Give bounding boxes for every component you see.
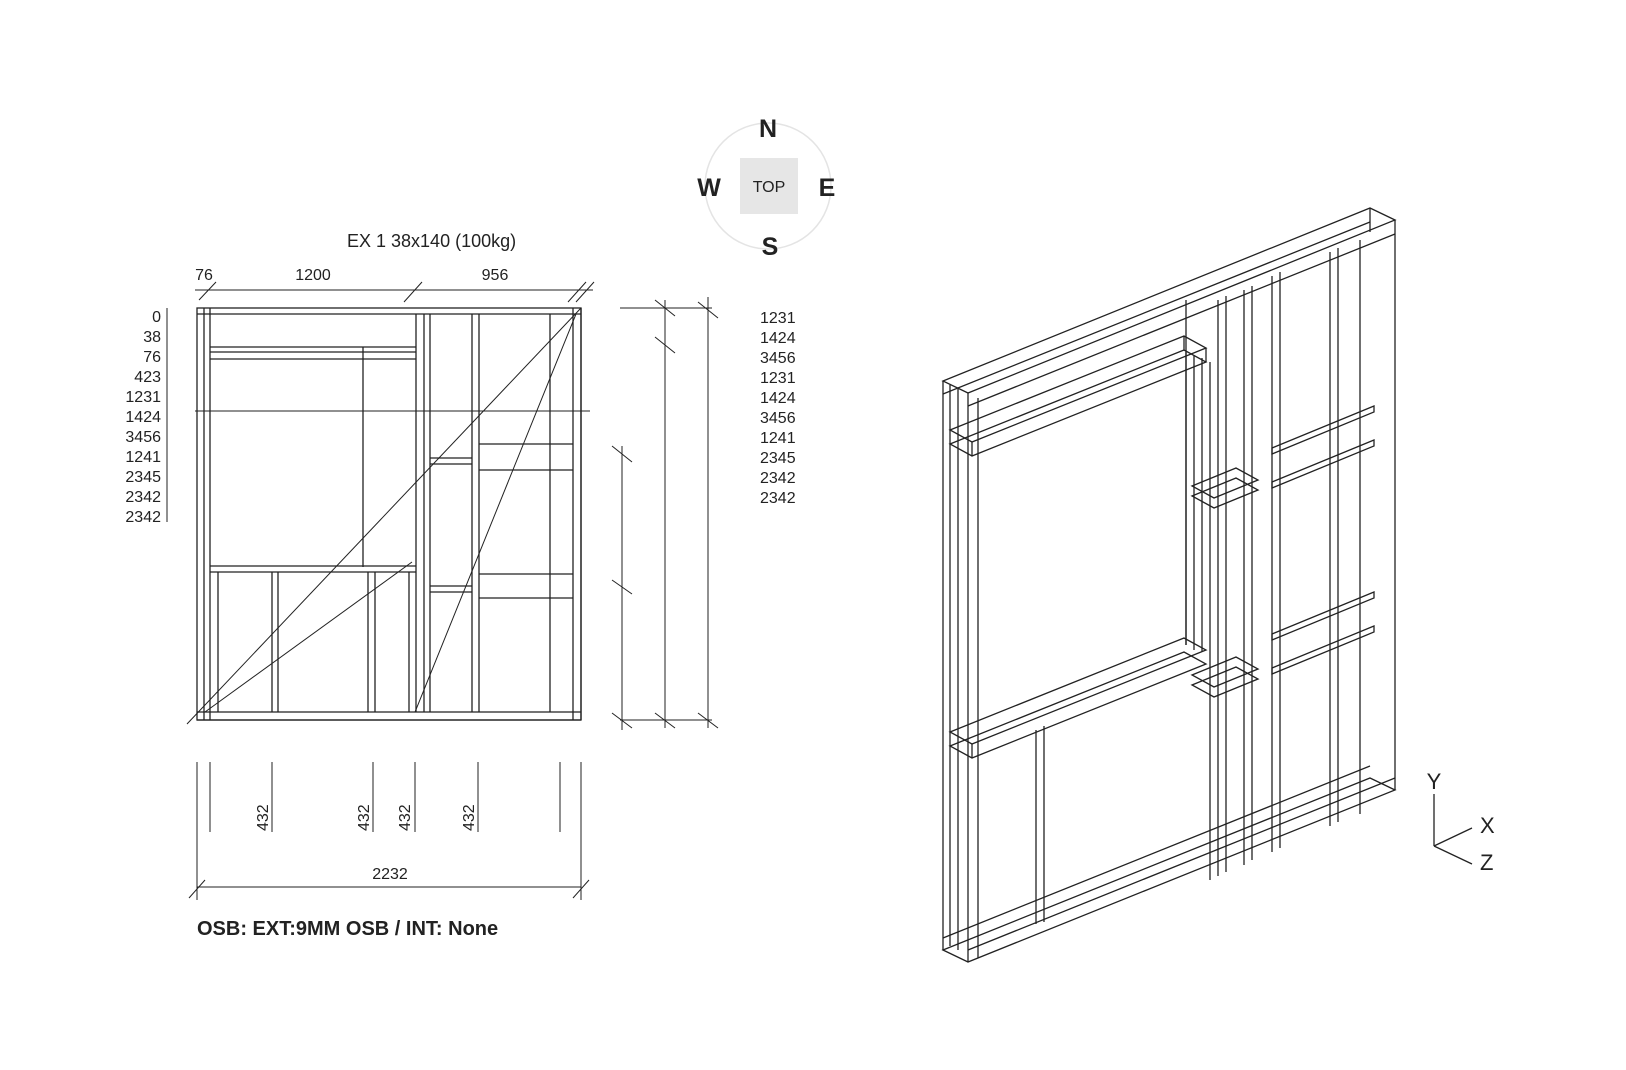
iso-sill bbox=[948, 651, 1208, 759]
right-dim: 1424 bbox=[760, 390, 796, 407]
top-dim-left: 76 bbox=[195, 267, 213, 284]
iso-header bbox=[948, 335, 1208, 443]
left-dim: 2342 bbox=[125, 489, 161, 506]
compass-ring bbox=[704, 122, 832, 250]
left-dim: 1231 bbox=[125, 389, 161, 406]
wall-elevation[interactable] bbox=[186, 307, 590, 725]
left-dim: 76 bbox=[143, 349, 161, 366]
compass-north[interactable]: N bbox=[759, 115, 777, 143]
iso-block bbox=[1271, 439, 1375, 489]
iso-block bbox=[1271, 405, 1375, 455]
right-dim: 3456 bbox=[760, 350, 796, 367]
compass-south[interactable]: S bbox=[762, 233, 779, 261]
compass-west[interactable]: W bbox=[697, 174, 721, 202]
iso-edge bbox=[942, 221, 1371, 395]
compass-top-label: TOP bbox=[753, 179, 786, 196]
spacing-dim: 432 bbox=[356, 804, 373, 831]
right-dimension-list: 1231 1424 3456 1231 1424 3456 1241 2345 … bbox=[760, 310, 796, 507]
iso-block bbox=[1190, 666, 1260, 698]
iso-block bbox=[1190, 477, 1260, 509]
right-dim: 1424 bbox=[760, 330, 796, 347]
brace bbox=[414, 313, 577, 713]
iso-edge bbox=[967, 777, 1396, 951]
left-dim: 1241 bbox=[125, 449, 161, 466]
right-dim: 2342 bbox=[760, 490, 796, 507]
left-dim: 2345 bbox=[125, 469, 161, 486]
right-dim: 1231 bbox=[760, 310, 796, 327]
compass-top-button[interactable] bbox=[740, 158, 798, 214]
right-dim: 1241 bbox=[760, 430, 796, 447]
brace bbox=[204, 561, 413, 713]
top-dim-middle: 1200 bbox=[295, 267, 331, 284]
z-axis-label: Z bbox=[1480, 850, 1493, 875]
spacing-dim: 432 bbox=[397, 804, 414, 831]
iso-block bbox=[1190, 467, 1260, 499]
frame-outline bbox=[196, 307, 582, 721]
iso-sill bbox=[948, 637, 1208, 745]
isometric-view[interactable] bbox=[941, 207, 1397, 963]
osb-note: OSB: EXT:9MM OSB / INT: None bbox=[197, 918, 498, 940]
iso-header bbox=[948, 349, 1208, 457]
right-dim: 2345 bbox=[760, 450, 796, 467]
view-compass[interactable]: TOP N S E W bbox=[697, 115, 835, 261]
wall-title: EX 1 38x140 (100kg) bbox=[347, 231, 516, 251]
iso-block bbox=[1190, 656, 1260, 688]
y-axis-label: Y bbox=[1427, 769, 1442, 794]
iso-bottom-face bbox=[941, 777, 1397, 963]
top-dimension: 76 1200 956 bbox=[195, 267, 595, 303]
bottom-dimensions: 432 432 432 432 2232 bbox=[188, 762, 590, 900]
left-dim: 2342 bbox=[125, 509, 161, 526]
right-dim: 3456 bbox=[760, 410, 796, 427]
left-dim: 38 bbox=[143, 329, 161, 346]
x-axis-label: X bbox=[1480, 813, 1495, 838]
right-dim: 1231 bbox=[760, 370, 796, 387]
left-dim: 0 bbox=[152, 309, 161, 326]
left-dim: 1424 bbox=[125, 409, 161, 426]
iso-top-face bbox=[941, 207, 1397, 394]
right-dim: 2342 bbox=[760, 470, 796, 487]
compass-east[interactable]: E bbox=[819, 174, 836, 202]
z-axis bbox=[1433, 845, 1473, 865]
spacing-dim: 432 bbox=[255, 804, 272, 831]
brace bbox=[186, 307, 582, 725]
left-dim: 3456 bbox=[125, 429, 161, 446]
top-dim-right: 956 bbox=[482, 267, 509, 284]
iso-block bbox=[1271, 591, 1375, 641]
left-dimension-list: 0 38 76 423 1231 1424 3456 1241 2345 234… bbox=[125, 308, 168, 526]
total-width-dim: 2232 bbox=[372, 866, 408, 883]
spacing-dim: 432 bbox=[461, 804, 478, 831]
left-dim: 423 bbox=[134, 369, 161, 386]
iso-edge bbox=[942, 765, 1371, 939]
vertical-dimensions bbox=[611, 297, 719, 730]
iso-block bbox=[1271, 625, 1375, 675]
iso-edge bbox=[967, 233, 1396, 407]
axis-gizmo: Y X Z bbox=[1427, 769, 1495, 875]
x-axis bbox=[1433, 827, 1473, 847]
